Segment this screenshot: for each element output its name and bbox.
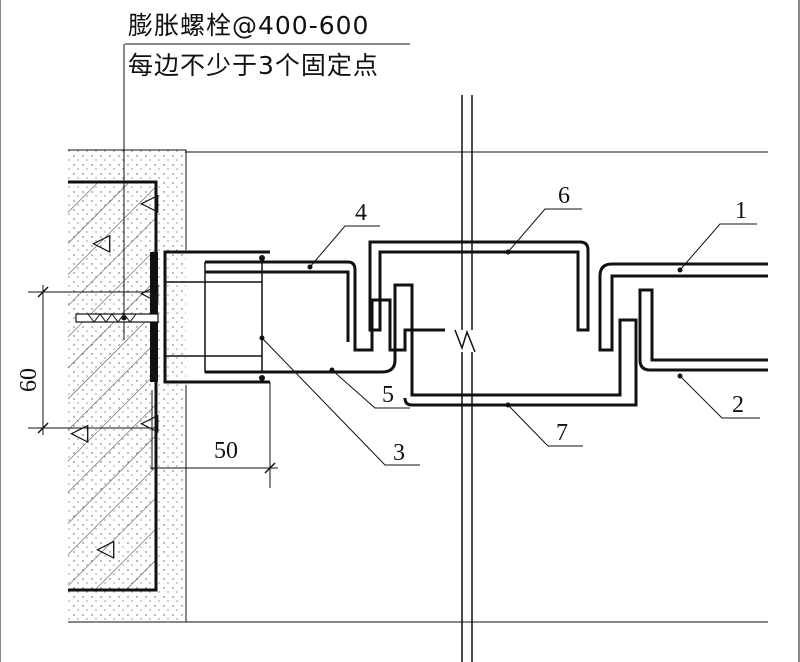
callout-4: 4 [355, 200, 367, 226]
callout-leaders [259, 208, 760, 466]
concrete-wall: ◁ ◁ ◁ ◁ ◁ ◁ [68, 180, 159, 592]
break-line [454, 95, 476, 662]
callout-3: 3 [393, 440, 405, 466]
callout-6: 6 [558, 183, 570, 209]
callout-1: 1 [735, 198, 747, 224]
svg-text:◁: ◁ [140, 190, 159, 216]
dimension-height-label: 60 [16, 368, 42, 392]
expansion-bolt [75, 313, 159, 323]
fixing-points-note: 每边不少于3个固定点 [128, 51, 379, 80]
panel-sheets [205, 240, 768, 407]
callout-7: 7 [556, 420, 568, 446]
svg-text:◁: ◁ [92, 230, 111, 256]
dimension-50 [150, 382, 278, 488]
dimension-width-label: 50 [214, 438, 238, 464]
svg-text:◁: ◁ [70, 420, 89, 446]
anchor-bolt-note: 膨胀螺栓@400-600 [128, 11, 370, 40]
svg-text:◁: ◁ [96, 536, 115, 562]
dimension-60 [28, 285, 155, 435]
callout-2: 2 [732, 392, 744, 418]
svg-text:◁: ◁ [140, 410, 159, 436]
callout-5: 5 [382, 382, 394, 408]
